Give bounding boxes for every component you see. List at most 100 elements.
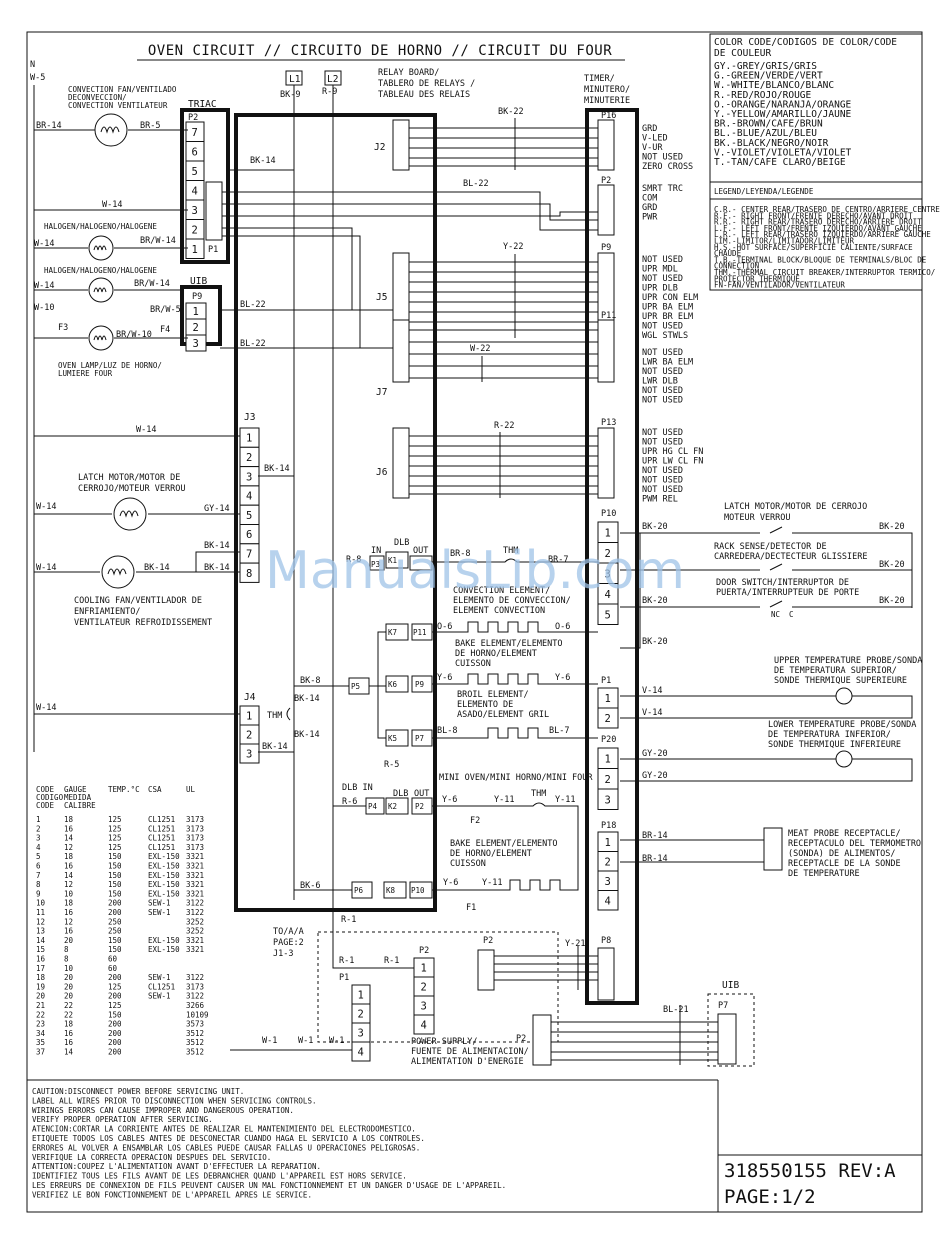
relay-k6-label: K6 xyxy=(388,680,398,689)
wire-table-cell: 200 xyxy=(108,908,122,917)
wire-table-cell: 20 xyxy=(64,982,74,991)
caution-line: VERIFIEZ LE BON FONCTIONNEMENT DE L'APPA… xyxy=(32,1190,312,1199)
wire-table-cell: 12 xyxy=(64,880,73,889)
j6-label: J6 xyxy=(376,467,388,478)
thm-wire xyxy=(432,558,598,563)
timer-p18-pin-number: 4 xyxy=(605,895,611,907)
relay-board-label-3: TABLEAU DES RELAIS xyxy=(378,90,470,100)
timer-p10-pin-box xyxy=(597,603,619,625)
halogen-label-2: HALOGEN/HALOGENO/HALOGENE xyxy=(44,266,157,275)
timer-p8-label: P8 xyxy=(601,936,611,946)
wire-w14-j3: W-14 xyxy=(136,425,156,435)
conv-el-label-1: CONVECTION ELEMENT/ xyxy=(453,586,550,596)
wire-table-cell: CL1251 xyxy=(148,843,175,852)
legend-item: T.B.-TERMINAL BLOCK/BLOQUE DE TERMINALS/… xyxy=(714,255,927,264)
timer-p13-pin-label: UPR LW CL FN xyxy=(642,457,703,467)
neutral-label: N xyxy=(30,60,35,70)
timer-p9-pin-label: WGL STWLS xyxy=(642,331,688,341)
wire-table-cell: 20 xyxy=(64,973,74,982)
wire-w22: W-22 xyxy=(470,344,490,354)
wire-table-cell: 3512 xyxy=(186,1038,204,1047)
r1-line xyxy=(332,935,414,969)
relay-board-label-2: TABLERO DE RELAYS / xyxy=(378,79,475,89)
power-supply-dashed-box xyxy=(317,931,559,1043)
wire-bl22-a: BL-22 xyxy=(240,300,266,310)
wire-table-cell: SEW-1 xyxy=(148,908,171,917)
caution-line: VERIFIQUE LA CORRECTA OPERACION DESPUES … xyxy=(32,1153,271,1162)
relay-out-terminal xyxy=(409,555,433,571)
harness-p2-p8 xyxy=(494,955,598,981)
relay-k1-label: K1 xyxy=(388,556,397,565)
bake-b-label-2: DE HORNO/ELEMENT xyxy=(450,849,532,859)
wire-w14-triac: W-14 xyxy=(102,200,122,210)
wire-table-cell: 16 xyxy=(36,955,46,964)
timer-p18-pin-number: 3 xyxy=(605,876,611,888)
wire-table-cell: 18 xyxy=(64,852,74,861)
timer-p16-connector xyxy=(597,119,615,171)
timer-p10-pin-number: 2 xyxy=(605,548,611,560)
wire-gy14: GY-14 xyxy=(204,504,230,514)
timer-p2-connector xyxy=(597,184,615,236)
timer-p11-pin-label: NOT USED xyxy=(642,396,683,406)
door-label-1: DOOR SWITCH/INTERRUPTOR DE xyxy=(716,578,849,588)
p7-label: P7 xyxy=(415,734,424,743)
j4-pin-column: 123 xyxy=(239,705,260,764)
wire-table-cell: 60 xyxy=(108,964,118,973)
j3-pin-box xyxy=(239,562,260,583)
wire-table-cell: 125 xyxy=(108,843,122,852)
bk20-return xyxy=(620,533,641,649)
wire-table-cell: 3122 xyxy=(186,908,204,917)
j5-label: J5 xyxy=(376,292,387,303)
ps-p2b-label: P2 xyxy=(516,1034,526,1044)
bake-label-1: BAKE ELEMENT/ELEMENTO xyxy=(455,639,562,649)
timer-p9-label: P9 xyxy=(601,243,611,253)
relay-k7-label: K7 xyxy=(388,628,397,637)
ps-p1-pin-box xyxy=(413,1014,435,1035)
caution-notice: CAUTION:DISCONNECT POWER BEFORE SERVICIN… xyxy=(32,1087,506,1199)
relay-dlb-in-label: DLB IN xyxy=(342,783,373,793)
wire-table-cell: 16 xyxy=(64,1038,74,1047)
p5-label: P5 xyxy=(351,682,360,691)
wire-table-cell: 6 xyxy=(36,862,41,871)
wire-table-cell: 200 xyxy=(108,1048,122,1057)
relay-out-label: OUT xyxy=(413,546,428,556)
p10-relay-terminal xyxy=(409,881,433,899)
j3-pin-number: 8 xyxy=(246,568,252,580)
timer-p11-pin-label: NOT USED xyxy=(642,386,683,396)
wire-table-cell: 150 xyxy=(108,871,122,880)
wire-table-cell: 14 xyxy=(64,871,74,880)
wire-table-cell: 200 xyxy=(108,973,122,982)
uib-pin-number: 1 xyxy=(193,306,199,318)
timer-p11-label: P11 xyxy=(601,311,616,321)
upper-probe-circuit xyxy=(620,695,913,719)
ps-p1b-pin-box xyxy=(351,1041,371,1062)
ps-p1-pin-number: 4 xyxy=(421,1020,427,1032)
caution-line: ETIQUETE TODOS LOS CABLES ANTES DE DESCO… xyxy=(32,1134,425,1143)
wire-table-cell: 3173 xyxy=(186,834,204,843)
relay-k5-label: K5 xyxy=(388,734,397,743)
j13-label: J1-3 xyxy=(273,949,293,959)
wire-table-header: GAUGE xyxy=(64,785,87,794)
color-code-item: BK.-BLACK/NEGRO/NOIR xyxy=(714,138,829,149)
wire-w14-j4: W-14 xyxy=(36,703,56,713)
wire-bl7: BL-7 xyxy=(549,726,569,736)
bake-element-symbol xyxy=(432,673,598,685)
timer-p10-pin-number: 4 xyxy=(605,589,611,601)
wire-br14-meat-b: BR-14 xyxy=(642,854,668,864)
wire-table-cell: 150 xyxy=(108,1010,122,1019)
wire-bk14-j3: BK-14 xyxy=(264,464,290,474)
wire-y22: Y-22 xyxy=(503,242,523,252)
wire-table-cell: 16 xyxy=(64,927,74,936)
conv-el-label-2: ELEMENTO DE CONVECCION/ xyxy=(453,596,571,606)
caution-line: IDENTIFIEZ TOUS LES FILS AVANT DE LES DE… xyxy=(32,1172,407,1181)
bk9-label: BK-9 xyxy=(280,90,300,100)
wire-table-cell: 250 xyxy=(108,917,122,926)
lower-label-3: SONDE THERMIQUE INFERIEURE xyxy=(768,740,901,750)
wire-bk14-cool-c: BK-14 xyxy=(204,563,230,573)
wire-table-header: CALIBRE xyxy=(64,801,96,810)
wire-table-cell: 200 xyxy=(108,1038,122,1047)
timer-p20-pin-column: 123 xyxy=(597,747,619,810)
j7-connector xyxy=(392,319,410,383)
